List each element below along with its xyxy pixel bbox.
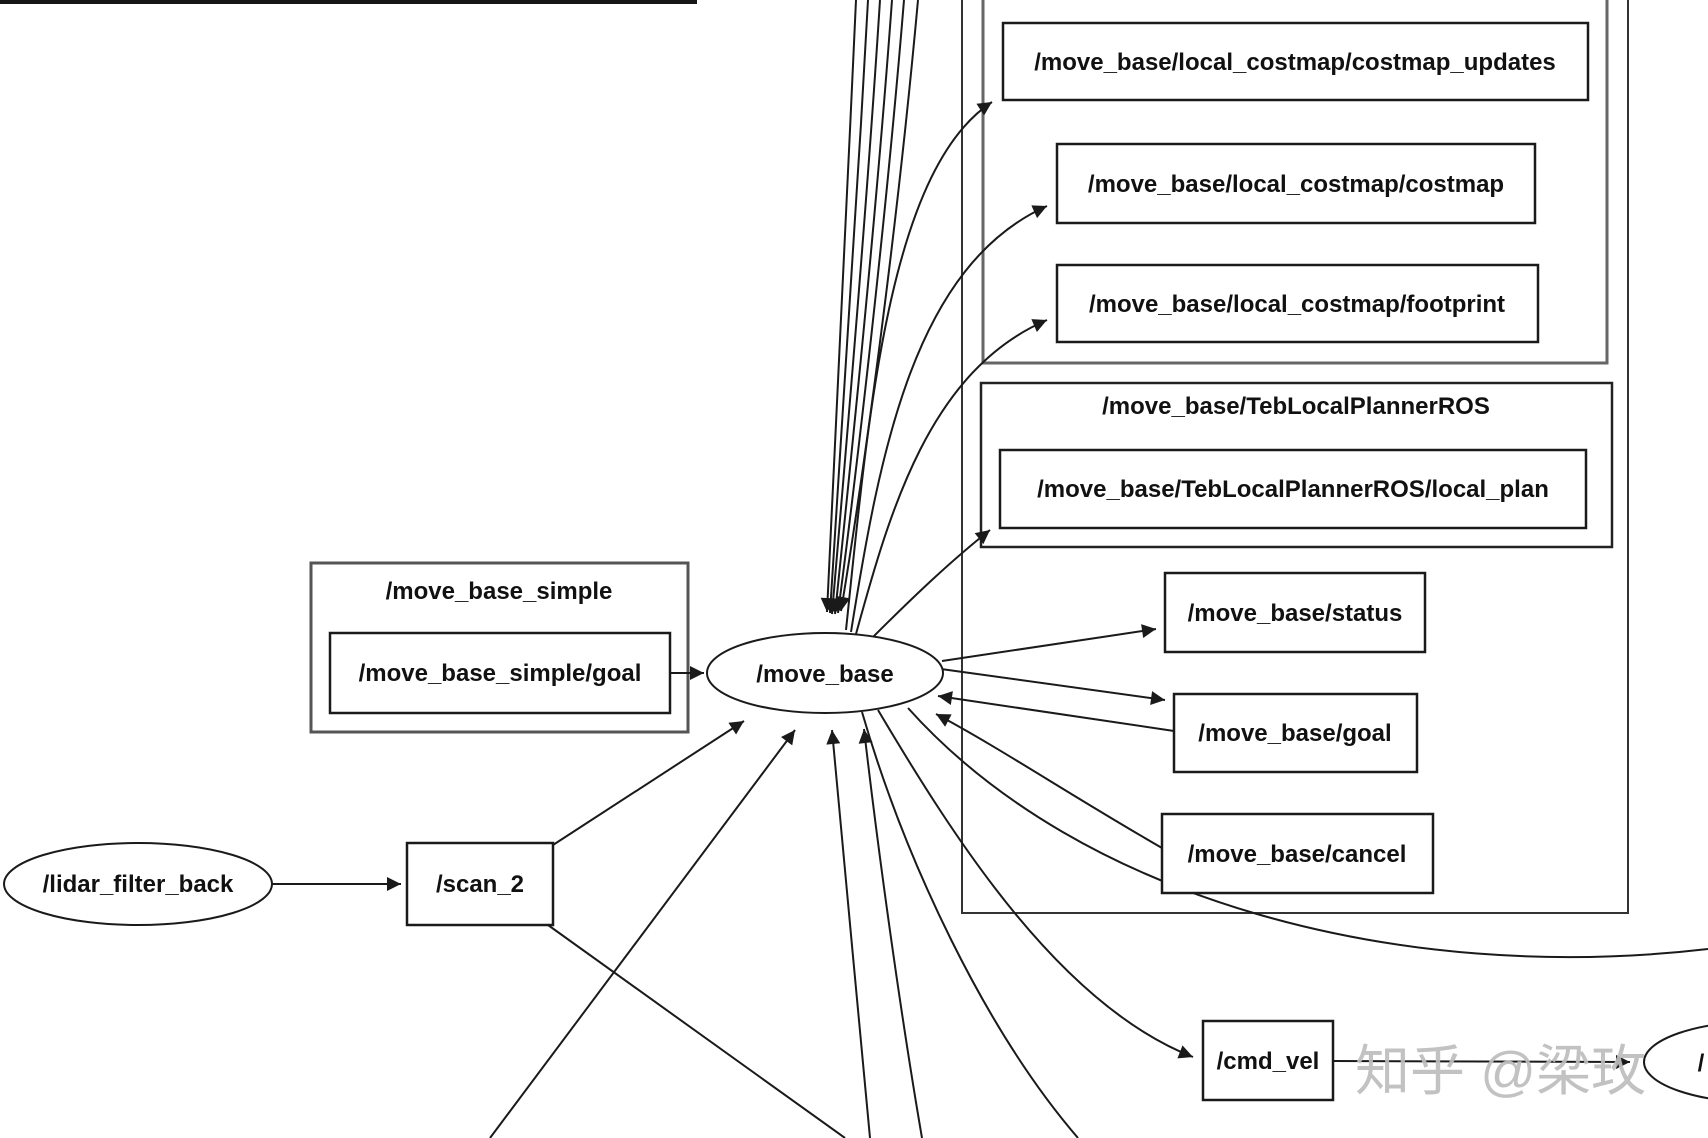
node-partial-right xyxy=(1643,1024,1708,1100)
topic-box-costmap-updates xyxy=(1001,21,1590,102)
edge-top-bundle-4 xyxy=(829,0,893,615)
group-move-base-simple xyxy=(309,561,690,734)
edge-movebase-to-offscreen-right xyxy=(907,707,1708,958)
topic-box-costmap xyxy=(1055,142,1537,225)
topic-box-move-base-simple-goal xyxy=(328,631,672,715)
topic-box-goal xyxy=(1172,692,1419,774)
node-move-base xyxy=(706,632,944,714)
edge-cancel-to-movebase xyxy=(935,713,1163,849)
topic-label-cancel: /move_base/cancel xyxy=(1188,841,1407,868)
edge-bottom1-to-movebase xyxy=(826,729,871,1138)
cropped-top-border xyxy=(0,0,697,4)
edge-bottom2-to-movebase xyxy=(858,728,923,1138)
topic-box-cmdvel xyxy=(1201,1019,1335,1102)
edge-movebase-to-costmap xyxy=(850,205,1048,633)
topic-label-scan2: /scan_2 xyxy=(436,871,524,898)
edge-top-bundle-6 xyxy=(836,0,919,612)
edge-scan2-to-offscreen-bottom xyxy=(547,924,846,1138)
edge-movebase-to-offscreen-bottom xyxy=(861,711,1079,1138)
group-label-move-base-simple: /move_base_simple xyxy=(386,578,613,605)
edge-top-bundle-2 xyxy=(823,0,869,614)
topic-label-move-base-simple-goal: /move_base_simple/goal xyxy=(359,660,642,687)
edge-goal-to-movebase xyxy=(937,691,1175,732)
topic-box-footprint xyxy=(1055,263,1540,344)
topic-box-local-plan xyxy=(998,448,1588,530)
group-teb-local-planner xyxy=(979,381,1614,549)
edge-top-bundle-1 xyxy=(820,0,857,613)
edge-movebase-to-costmap-updates xyxy=(845,101,993,631)
edge-cmdvel-to-right-node xyxy=(1332,1054,1631,1069)
topic-label-cmdvel: /cmd_vel xyxy=(1217,1048,1320,1075)
edge-bottomleft-to-movebase xyxy=(489,729,796,1138)
group-label-teb-local-planner: /move_base/TebLocalPlannerROS xyxy=(1102,393,1490,420)
group-local-costmap xyxy=(981,0,1609,365)
edge-top-bundle-5 xyxy=(832,0,905,614)
zhihu-watermark: 知乎 @梁玫 xyxy=(1355,1040,1646,1102)
topic-box-cancel xyxy=(1160,812,1435,895)
group-move-base-outer xyxy=(961,0,1629,914)
node-lidar-filter-back xyxy=(3,842,273,926)
edge-movebase-to-status xyxy=(941,624,1157,662)
edge-movebase-to-goal xyxy=(940,668,1166,706)
topic-box-scan2 xyxy=(405,841,555,927)
edge-movebase-to-footprint xyxy=(855,319,1048,635)
topic-box-status xyxy=(1163,571,1427,654)
node-label-move-base: /move_base xyxy=(756,661,893,688)
edge-movebase-to-local-plan xyxy=(871,529,991,639)
edge-movebase-to-cmdvel xyxy=(877,709,1194,1059)
topic-label-goal: /move_base/goal xyxy=(1198,720,1391,747)
node-label-lidar-filter-back: /lidar_filter_back xyxy=(43,871,234,898)
topic-label-local-plan: /move_base/TebLocalPlannerROS/local_plan xyxy=(1037,476,1549,503)
topic-label-status: /move_base/status xyxy=(1188,600,1403,627)
topic-label-costmap-updates: /move_base/local_costmap/costmap_updates xyxy=(1034,49,1556,76)
topic-label-costmap: /move_base/local_costmap/costmap xyxy=(1088,171,1504,198)
edge-scan2-to-movebase xyxy=(552,720,745,846)
node-label-partial-right: / xyxy=(1698,1050,1705,1077)
topic-label-footprint: /move_base/local_costmap/footprint xyxy=(1089,291,1505,318)
edge-top-bundle-3 xyxy=(826,0,881,615)
